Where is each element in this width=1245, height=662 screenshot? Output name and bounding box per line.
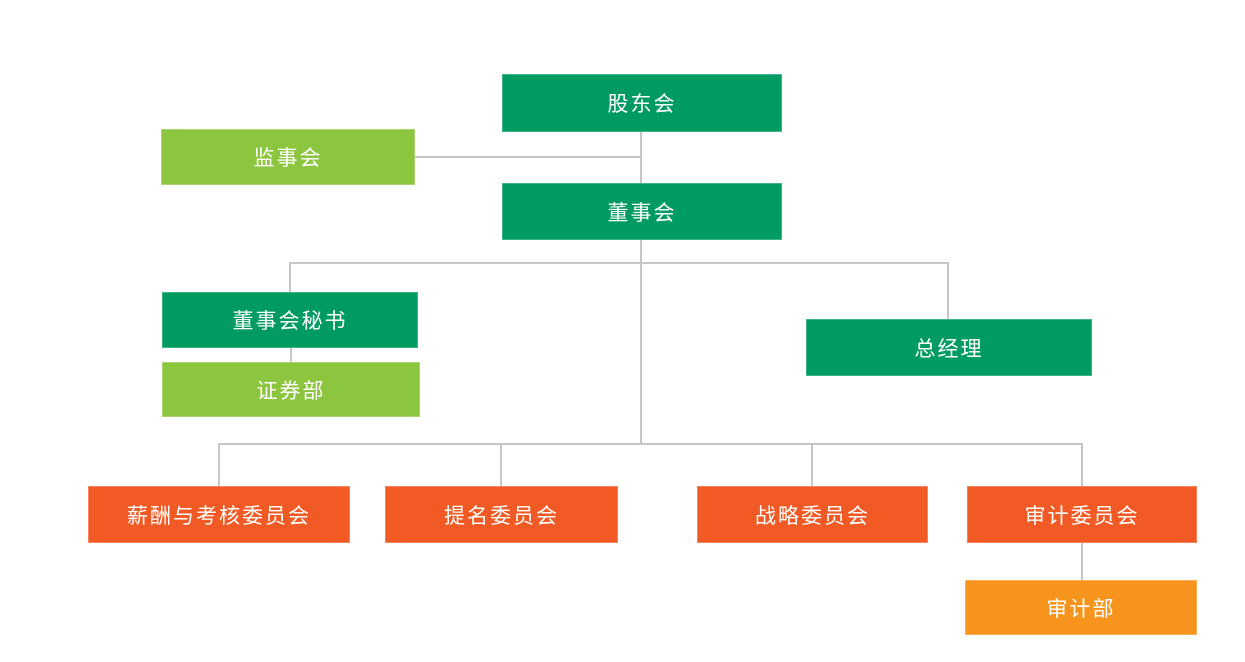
connector-drop-strategy: [811, 443, 813, 486]
connector-board-committees-trunk: [640, 240, 642, 445]
org-node-nomination-committee: 提名委员会: [385, 486, 618, 543]
org-node-supervisory-board: 监事会: [161, 129, 415, 185]
connector-supervisory-lateral: [415, 156, 642, 158]
org-node-label: 股东会: [607, 93, 677, 116]
connector-drop-nomination: [500, 443, 502, 486]
org-node-board-of-directors: 董事会: [502, 183, 782, 240]
connector-level2-horizontal: [289, 262, 949, 264]
org-node-label: 审计委员会: [1024, 504, 1140, 528]
org-node-audit-committee: 审计委员会: [967, 486, 1197, 543]
org-node-label: 董事会: [607, 201, 677, 225]
connector-committees-horizontal: [218, 443, 1083, 445]
connector-drop-remuneration: [218, 443, 220, 486]
org-node-label: 薪酬与考核委员会: [127, 504, 311, 528]
org-node-general-manager: 总经理: [806, 319, 1092, 376]
org-node-label: 审计部: [1046, 597, 1116, 621]
org-node-label: 提名委员会: [444, 504, 559, 528]
org-node-label: 总经理: [914, 337, 984, 361]
org-node-securities-dept: 证券部: [162, 362, 420, 417]
connector-secretary-securities: [290, 348, 292, 362]
org-node-label: 董事会秘书: [232, 310, 348, 333]
org-node-board-secretary: 董事会秘书: [162, 292, 418, 348]
connector-audit-committee-dept: [1081, 543, 1083, 580]
org-node-remuneration-committee: 薪酬与考核委员会: [88, 486, 350, 543]
org-node-label: 战略委员会: [755, 504, 870, 528]
connector-drop-gm: [947, 262, 949, 319]
connector-drop-secretary: [289, 262, 291, 292]
org-node-shareholders: 股东会: [502, 74, 782, 132]
org-node-label: 证券部: [256, 379, 326, 403]
org-node-strategy-committee: 战略委员会: [697, 486, 928, 543]
org-node-label: 监事会: [253, 147, 323, 170]
org-node-audit-dept: 审计部: [965, 580, 1197, 635]
connector-drop-audit-committee: [1081, 443, 1083, 486]
